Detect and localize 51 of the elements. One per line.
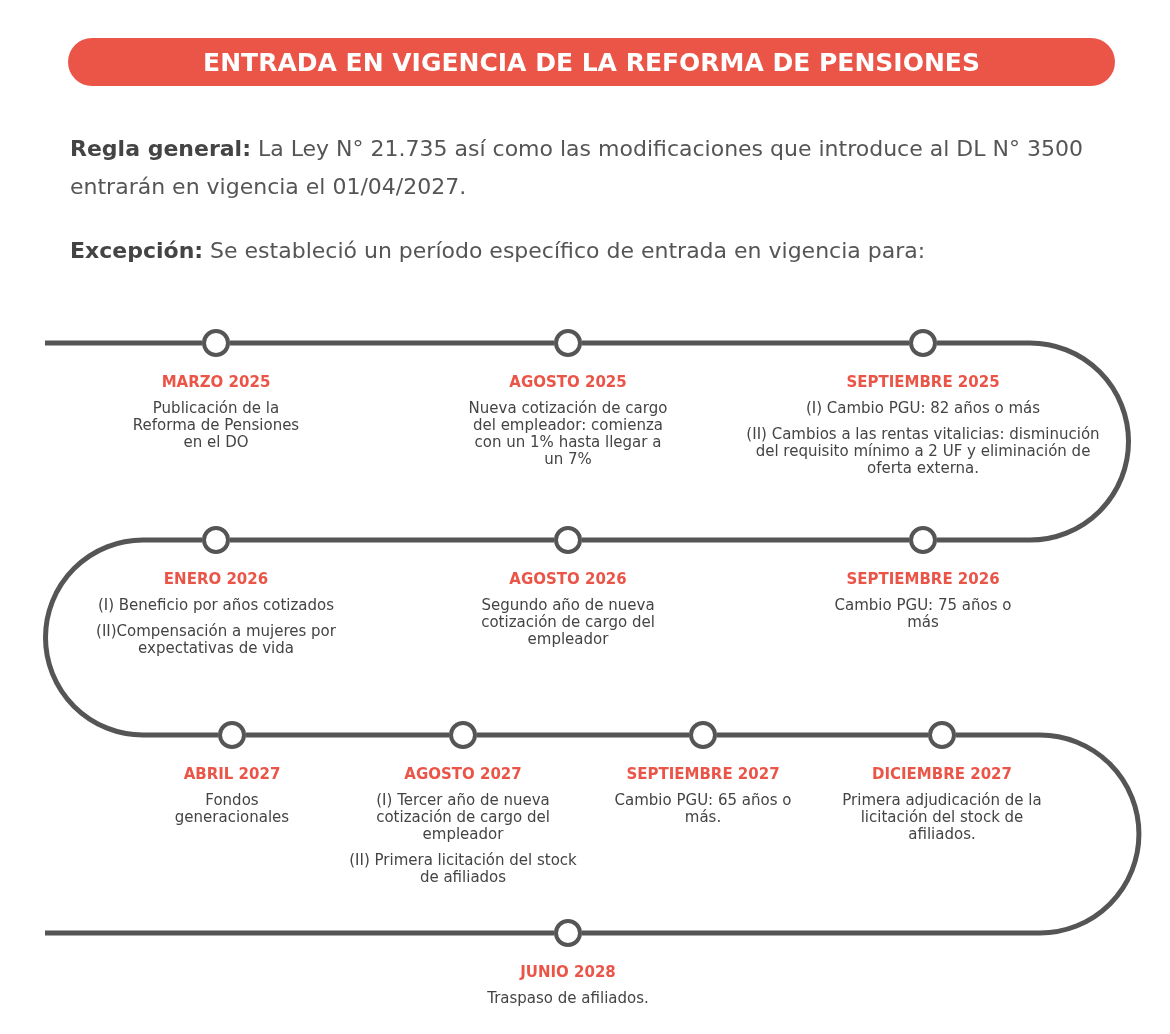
milestone-description: Nueva cotización de cargo del empleador: comienza con un 1% hasta llegar a un 7% [467, 400, 669, 468]
timeline-line [43, 537, 218, 738]
timeline-line [582, 732, 1142, 936]
milestone-date: ENERO 2026 [162, 570, 270, 588]
milestone-description: Cambio PGU: 75 años o más [833, 597, 1013, 631]
timeline-line [246, 732, 449, 738]
title-banner: ENTRADA EN VIGENCIA DE LA REFORMA DE PENSIONES [68, 38, 1115, 86]
timeline-circle [449, 721, 477, 749]
paragraph: Excepción: Se estableció un período específico de entrada en vigencia para: [70, 237, 927, 265]
milestone-date: MARZO 2025 [160, 373, 272, 391]
timeline-line [582, 537, 909, 543]
milestone-description: Traspaso de afiliados. [486, 990, 650, 1007]
milestone-date: AGOSTO 2026 [508, 570, 628, 588]
milestone-description: (II)Compensación a mujeres por expectativas de vida [95, 623, 337, 657]
timeline-circle [202, 526, 230, 554]
timeline-circle [218, 721, 246, 749]
milestone-date: DICIEMBRE 2027 [871, 765, 1013, 783]
milestone-description: (I) Beneficio por años cotizados [96, 597, 336, 614]
timeline-circle [909, 526, 937, 554]
timeline-circle [928, 721, 956, 749]
milestone-description: (I) Tercer año de nueva cotización de cargo del empleador [375, 792, 551, 843]
milestone-description: Publicación de la Reforma de Pensiones en el DO [131, 400, 301, 451]
milestone-date: AGOSTO 2027 [403, 765, 523, 783]
timeline-circle [554, 526, 582, 554]
milestone-date: SEPTIEMBRE 2027 [625, 765, 781, 783]
timeline-circle [554, 329, 582, 357]
milestone-description: Fondos generacionales [173, 792, 291, 826]
milestone-date: JUNIO 2028 [518, 963, 617, 981]
milestone-date: SEPTIEMBRE 2025 [845, 373, 1001, 391]
milestone-description: Cambio PGU: 65 años o más. [613, 792, 793, 826]
timeline-line [582, 340, 909, 346]
timeline-line [717, 732, 928, 738]
timeline-circle [554, 919, 582, 947]
timeline-circle [909, 329, 937, 357]
timeline-line [937, 340, 1131, 543]
timeline-line [230, 340, 554, 346]
milestone-description: Segundo año de nueva cotización de cargo del empleador [480, 597, 656, 648]
timeline-line [477, 732, 689, 738]
timeline-circle [202, 329, 230, 357]
milestone-date: AGOSTO 2025 [508, 373, 628, 391]
milestone-date: SEPTIEMBRE 2026 [845, 570, 1001, 588]
timeline-line [45, 930, 554, 936]
milestone-description: (II) Cambios a las rentas vitalicias: disminución del requisito mínimo a 2 UF y eliminación de oferta externa. [745, 426, 1101, 477]
milestone-date: ABRIL 2027 [182, 765, 282, 783]
timeline-line [45, 340, 202, 346]
milestone-description: (I) Cambio PGU: 82 años o más [804, 400, 1042, 417]
paragraph: Regla general: La Ley N° 21.735 así como las modificaciones que introduce al DL N° 3500 entrarán en vigencia el 01/04/2027. [70, 135, 1084, 201]
timeline-circle [689, 721, 717, 749]
milestone-description: (II) Primera licitación del stock de afiliados [348, 852, 578, 886]
milestone-description: Primera adjudicación de la licitación del stock de afiliados. [842, 792, 1042, 843]
timeline-line [230, 537, 554, 543]
